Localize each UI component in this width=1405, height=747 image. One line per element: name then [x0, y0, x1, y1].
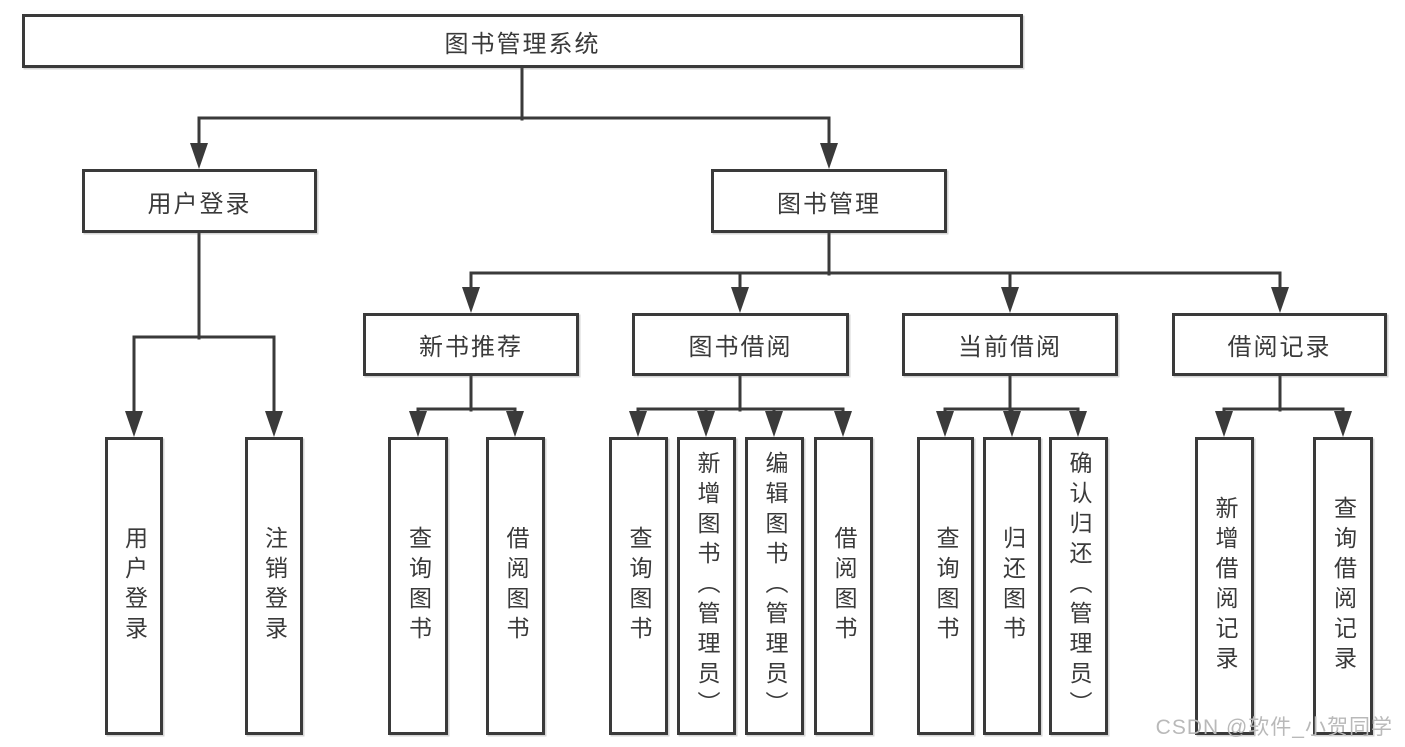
node-label: 图书管理系统	[444, 30, 601, 58]
leaf-user-login: 用户登录	[105, 437, 163, 735]
node-label: 用户登录	[147, 190, 252, 218]
node-label: 查询借阅记录	[1330, 496, 1357, 676]
node-current-borrowing: 当前借阅	[902, 313, 1118, 376]
node-label: 归还图书	[999, 526, 1026, 646]
leaf-borrow-books-borrowing: 借阅图书	[814, 437, 873, 735]
leaf-add-borrow-record: 新增借阅记录	[1195, 437, 1254, 735]
node-label: 借阅记录	[1227, 334, 1332, 361]
leaf-query-books-current: 查询图书	[917, 437, 974, 735]
node-label: 图书管理	[777, 190, 881, 218]
node-book-borrowing: 图书借阅	[632, 313, 849, 376]
node-label: 新书推荐	[419, 334, 523, 361]
leaf-return-books: 归还图书	[983, 437, 1041, 735]
node-label: 查询图书	[405, 526, 432, 646]
node-label: 借阅图书	[503, 526, 529, 646]
node-borrowing-records: 借阅记录	[1172, 313, 1387, 376]
node-label: 注销登录	[261, 526, 288, 646]
leaf-confirm-return-admin: 确认归还（管理员）	[1049, 437, 1108, 735]
node-label: 当前借阅	[958, 334, 1062, 361]
node-book-management: 图书管理	[711, 169, 947, 233]
leaf-query-borrow-record: 查询借阅记录	[1313, 437, 1373, 735]
node-library-management-system: 图书管理系统	[22, 14, 1023, 68]
node-label: 查询图书	[933, 526, 959, 646]
leaf-add-books-admin: 新增图书（管理员）	[677, 437, 736, 735]
node-label: 新增图书（管理员）	[694, 451, 720, 721]
leaf-borrow-books-recommend: 借阅图书	[486, 437, 545, 735]
watermark: CSDN @软件_小贺同学	[1155, 716, 1393, 739]
node-label: 新增借阅记录	[1212, 496, 1238, 676]
node-label: 图书借阅	[688, 334, 793, 361]
node-label: 用户登录	[121, 526, 148, 646]
node-label: 借阅图书	[831, 526, 857, 646]
leaf-logout: 注销登录	[245, 437, 303, 735]
leaf-query-books-borrowing: 查询图书	[609, 437, 668, 735]
leaf-query-books-recommend: 查询图书	[388, 437, 448, 735]
leaf-edit-books-admin: 编辑图书（管理员）	[745, 437, 804, 735]
node-user-login: 用户登录	[82, 169, 317, 233]
node-label: 确认归还（管理员）	[1066, 451, 1092, 721]
node-label: 查询图书	[626, 526, 652, 646]
node-label: 编辑图书（管理员）	[762, 451, 788, 721]
node-new-book-recommendation: 新书推荐	[363, 313, 579, 376]
